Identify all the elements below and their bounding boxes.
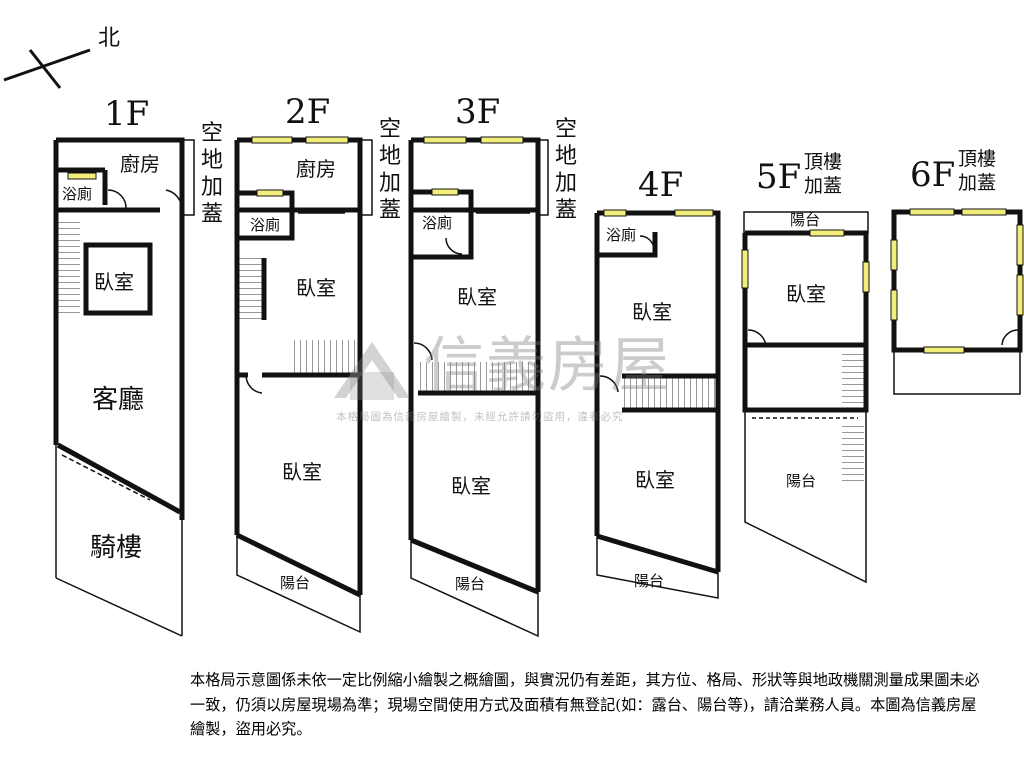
floor-1-plan [53, 137, 185, 637]
watermark-note: 本格局圖為信義房屋繪製，未經允許請勿盜用，違者必究 [336, 411, 624, 423]
floor-5-addon-label: 頂樓 加蓋 [804, 151, 843, 197]
floor-2-title: 2F [285, 92, 331, 132]
disclaimer-text: 本格局示意圖係未依一定比例縮小繪製之概繪圖，與實況仍有差距，其方位、格局、形狀等… [190, 671, 980, 738]
room-label: 廚房 [296, 157, 336, 181]
floor-5-plan [741, 211, 870, 584]
room-label: 陽台 [634, 572, 665, 590]
room-label: 浴廁 [250, 216, 281, 234]
room-label: 騎樓 [90, 533, 143, 563]
room-label: 廚房 [120, 152, 160, 176]
room-label: 客廳 [92, 385, 145, 415]
room-label: 陽台 [280, 574, 311, 592]
floor-1-title: 1F [104, 94, 150, 134]
floor-3-title: 3F [455, 92, 501, 132]
room-label: 陽台 [786, 472, 817, 490]
watermark-brand: 信義房屋 [424, 331, 672, 401]
room-label: 臥室 [457, 285, 497, 309]
window-group [423, 136, 524, 196]
f5-stairs-b [842, 425, 864, 485]
north-arrow-icon [3, 48, 91, 89]
window-group [603, 209, 714, 217]
f4-stairs [622, 376, 718, 408]
floor-4-plan [594, 209, 721, 599]
window-group [251, 136, 349, 197]
side-note-brackets [184, 139, 549, 216]
f2-stairs-b [294, 340, 356, 374]
room-label: 臥室 [451, 474, 491, 498]
floor-2-plan [234, 136, 363, 634]
floor-5-title: 5F [756, 157, 802, 197]
window [67, 172, 97, 180]
floor-6-plan [890, 208, 1024, 395]
window-group [741, 229, 870, 293]
room-label: 浴廁 [606, 226, 637, 244]
room-label: 浴廁 [62, 185, 93, 203]
side-note-1f: 空地加蓋 [200, 121, 223, 227]
room-label: 臥室 [296, 276, 336, 300]
f2-stairs-a [238, 255, 264, 319]
floor-6-title: 6F [910, 155, 956, 195]
room-label: 臥室 [94, 270, 134, 294]
room-label: 臥室 [632, 300, 672, 324]
room-label: 臥室 [786, 282, 826, 306]
window-group [890, 208, 1024, 354]
floor-6-addon-label: 頂樓 加蓋 [958, 148, 997, 194]
room-label: 臥室 [635, 468, 675, 492]
room-label: 臥室 [282, 460, 322, 484]
side-note-2f: 空地加蓋 [378, 117, 401, 223]
f1-stairs [58, 220, 80, 315]
north-label: 北 [98, 26, 121, 51]
f5-stairs-a [842, 350, 864, 405]
floor-3-plan [408, 136, 541, 638]
house-logo-icon [334, 342, 410, 400]
side-note-3f: 空地加蓋 [554, 117, 577, 223]
room-label: 陽台 [455, 575, 486, 593]
f3-stairs [418, 362, 536, 392]
floor-4-title: 4F [638, 165, 684, 205]
room-label: 陽台 [790, 211, 821, 229]
room-label: 浴廁 [422, 214, 453, 232]
